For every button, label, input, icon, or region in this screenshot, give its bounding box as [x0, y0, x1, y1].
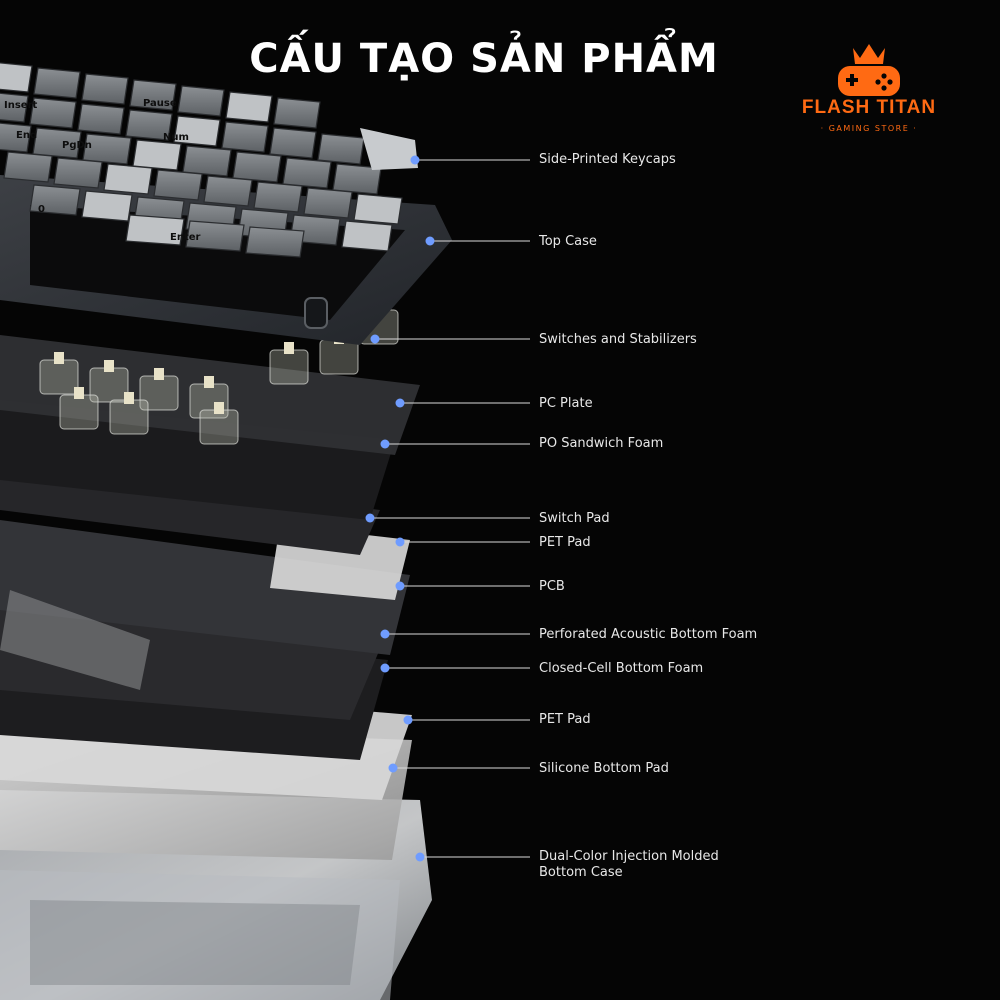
- callout-dot: [380, 439, 390, 449]
- label-dual-color-bottom-case: Dual-Color Injection Molded Bottom Case: [539, 849, 719, 881]
- callout-lines: [365, 155, 530, 862]
- keycap: [177, 85, 225, 117]
- keycap: [0, 122, 32, 153]
- callout-dot: [403, 715, 413, 725]
- brand-tagline: ·GAMING STORE·: [820, 124, 918, 133]
- callout-dot: [388, 763, 398, 773]
- label-closed-cell-bottom-foam: Closed-Cell Bottom Foam: [539, 661, 704, 676]
- keycap: [103, 163, 153, 195]
- callout-dot: [365, 513, 375, 523]
- keycap: [129, 79, 177, 111]
- label-pet-pad-lower: PET Pad: [539, 712, 591, 727]
- keycap: [353, 193, 403, 225]
- label-po-sandwich-foam: PO Sandwich Foam: [539, 436, 664, 451]
- label-dual-color-bottom-case-line1: Dual-Color Injection Molded: [539, 849, 719, 864]
- keycap-legend: Num: [163, 132, 189, 143]
- label-pc-plate: PC Plate: [539, 396, 593, 411]
- keycap: [81, 73, 129, 105]
- keycap-legends: End PgDn Num Enter 0 Insert Pause: [4, 98, 201, 243]
- keycap: [341, 220, 393, 252]
- keycap: [225, 91, 273, 123]
- callout-dot: [395, 398, 405, 408]
- layer-pcb: [0, 520, 410, 690]
- keycap: [232, 151, 282, 183]
- keycap: [253, 181, 303, 213]
- callout-dot: [380, 663, 390, 673]
- keycap: [303, 187, 353, 219]
- keycap: [182, 145, 232, 177]
- layer-side-printed-keycaps: [0, 62, 418, 258]
- keycap: [317, 133, 365, 165]
- keycap: [125, 109, 173, 141]
- label-dual-color-bottom-case-line2: Bottom Case: [539, 865, 623, 880]
- keycap: [282, 157, 332, 189]
- keycap: [360, 128, 418, 170]
- keycap: [29, 184, 81, 216]
- keycap: [29, 97, 77, 129]
- label-top-case: Top Case: [539, 234, 597, 249]
- gamepad-logo-icon: [838, 44, 900, 96]
- switch: [199, 402, 239, 445]
- keycap: [81, 190, 133, 222]
- label-pet-pad-upper: PET Pad: [539, 535, 591, 550]
- switch: [39, 352, 79, 395]
- keycap: [53, 157, 103, 189]
- label-silicone-bottom-pad: Silicone Bottom Pad: [539, 761, 669, 776]
- callout-dot: [395, 537, 405, 547]
- brand-tagline-text: GAMING STORE: [828, 124, 910, 133]
- keycap-legend: End: [16, 130, 37, 141]
- keycap: [185, 220, 245, 252]
- keycap: [203, 175, 253, 207]
- page-title: CẤU TẠO SẢN PHẨM: [249, 36, 719, 82]
- keycap: [332, 163, 382, 195]
- label-switches-and-stabilizers: Switches and Stabilizers: [539, 332, 697, 347]
- keycap: [273, 97, 321, 129]
- keycap: [269, 127, 317, 159]
- callout-dot: [410, 155, 420, 165]
- switch: [89, 360, 129, 403]
- keycap: [33, 67, 81, 99]
- callout-dot: [395, 581, 405, 591]
- keycap: [221, 121, 269, 153]
- keycap: [0, 62, 33, 93]
- keycap: [153, 169, 203, 201]
- label-side-printed-keycaps: Side-Printed Keycaps: [539, 152, 676, 167]
- callout-dot: [415, 852, 425, 862]
- keycap-legend: 0: [38, 204, 45, 215]
- callout-dot: [425, 236, 435, 246]
- callout-dot: [380, 629, 390, 639]
- keycap: [245, 226, 305, 258]
- label-switch-pad: Switch Pad: [539, 511, 610, 526]
- keycap: [173, 115, 221, 147]
- brand-name: FLASH TITAN: [801, 97, 937, 118]
- switch: [59, 387, 99, 430]
- keycap: [77, 103, 125, 135]
- keycap-legend: PgDn: [62, 140, 92, 151]
- label-pcb: PCB: [539, 579, 565, 594]
- keycap-legend: Enter: [170, 232, 201, 243]
- keycap: [0, 92, 29, 123]
- keycap-legend: Pause: [143, 98, 177, 109]
- keycap: [132, 139, 182, 171]
- label-perforated-acoustic-bottom-foam: Perforated Acoustic Bottom Foam: [539, 627, 758, 642]
- switch: [109, 392, 149, 435]
- keycap-legend: Insert: [4, 100, 38, 111]
- keycap: [125, 214, 185, 246]
- keycap: [3, 151, 53, 183]
- brand-logo: FLASH TITAN ·GAMING STORE·: [788, 40, 950, 140]
- keycap: [32, 127, 82, 159]
- switch: [269, 342, 309, 385]
- callout-dot: [370, 334, 380, 344]
- switch: [139, 368, 179, 411]
- keycap: [82, 133, 132, 165]
